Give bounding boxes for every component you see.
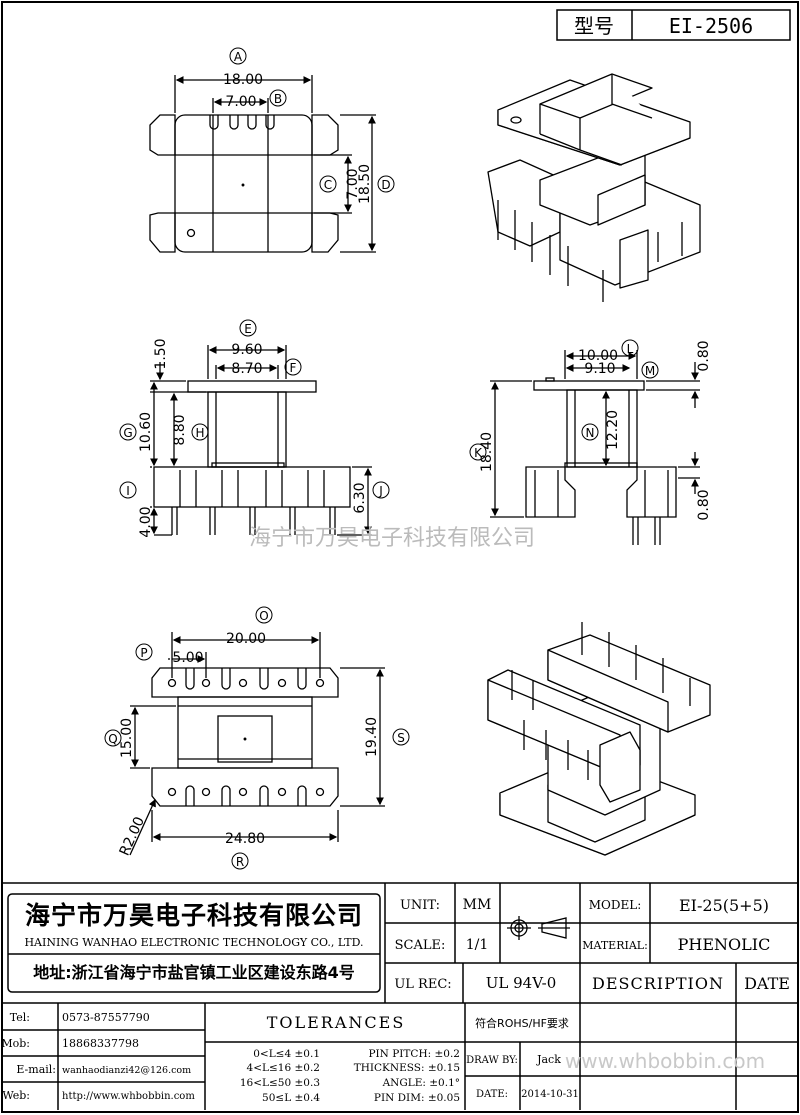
dim-o-label: O <box>259 609 268 623</box>
dim-p-label: P <box>140 646 147 660</box>
dim-f-label: F <box>290 361 297 375</box>
company-address: 地址:浙江省海宁市盐官镇工业区建设东路4号 <box>33 963 355 982</box>
material-label: MATERIAL: <box>582 939 648 952</box>
dim-o-value: 20.00 <box>226 631 266 647</box>
web-value: http://www.whbobbin.com <box>62 1091 195 1102</box>
ulrec-label: UL REC: <box>394 977 451 992</box>
model-header: 型号 EI-2506 <box>556 9 791 41</box>
tolerance-row-4: 50≤L ±0.4 <box>262 1092 320 1104</box>
mob-label: Mob: <box>1 1037 30 1050</box>
model-label: MODEL: <box>589 898 642 912</box>
dim-r-label: R <box>236 855 244 869</box>
dim-r-value: 24.80 <box>225 831 265 847</box>
dim-b-value: 7.00 <box>225 94 256 110</box>
mob-value: 18868337798 <box>62 1037 139 1050</box>
dim-m-label: M <box>645 364 655 378</box>
website-watermark: www.whbobbin.com <box>565 1049 765 1073</box>
dim-l-label: L <box>627 342 634 356</box>
dim-l-value: 10.00 <box>578 348 618 364</box>
company-name-cn: 海宁市万昊电子科技有限公司 <box>25 901 363 930</box>
bottom-view-labels: O 20.00 P 5.00 Q 15.00 19.40 S 24.80 R R… <box>104 606 410 870</box>
dim-b-label: B <box>274 92 282 106</box>
date-header: DATE <box>744 974 790 993</box>
tolerance-row-2: 4<L≤16 ±0.2 <box>247 1062 320 1074</box>
model-value: EI-25(5+5) <box>679 896 769 915</box>
email-value: wanhaodianzi42@126.com <box>62 1065 191 1076</box>
dim-k-label: K <box>474 446 483 460</box>
top-view-labels: A 18.00 7.00 B C 7.00 18.50 D <box>223 47 395 204</box>
date-label: DATE: <box>476 1089 508 1100</box>
tolerances-header: TOLERANCES <box>267 1013 406 1032</box>
isometric-view-top <box>487 73 701 302</box>
dim-h-value: 8.80 <box>172 414 188 445</box>
unit-value: MM <box>463 897 492 913</box>
company-name-en: HAINING WANHAO ELECTRONIC TECHNOLOGY CO.… <box>24 936 363 949</box>
dim-s-label: S <box>397 731 405 745</box>
email-label: E-mail: <box>16 1063 56 1076</box>
dim-a-label: A <box>234 50 243 64</box>
model-number: EI-2506 <box>669 14 753 38</box>
pin-pitch-tolerance: PIN PITCH: ±0.2 <box>368 1048 460 1060</box>
web-label: Web: <box>2 1089 30 1102</box>
dim-1-50-value: 1.50 <box>153 338 169 369</box>
title-block-text: 海宁市万昊电子科技有限公司 HAINING WANHAO ELECTRONIC … <box>1 896 790 1104</box>
unit-label: UNIT: <box>400 898 440 913</box>
dim-g-value: 10.60 <box>138 412 154 452</box>
dim-k-value: 18.40 <box>479 432 495 472</box>
tolerance-row-3: 16<L≤50 ±0.3 <box>240 1077 320 1089</box>
scale-label: SCALE: <box>395 938 446 953</box>
dim-e-label: E <box>244 322 252 336</box>
side-view-labels: 10.00 L 9.10 M 0.80 K 18.40 N 12.20 0.80 <box>469 339 712 521</box>
watermark-text: 海宁市万昊电子科技有限公司 <box>249 526 535 551</box>
top-view <box>149 75 376 253</box>
dim-radius-value: R2.00 <box>117 814 148 858</box>
dim-m-value: 9.10 <box>584 361 615 377</box>
type-label: 型号 <box>574 14 614 38</box>
dim-c-value: 7.00 <box>345 168 361 199</box>
isometric-view-bottom <box>487 622 711 856</box>
dim-g-label: G <box>123 426 132 440</box>
front-view-labels: E 9.60 8.70 F 1.50 G 10.60 8.80 H I 4.00… <box>119 319 390 538</box>
angle-tolerance: ANGLE: ±0.1° <box>382 1077 460 1089</box>
bottom-view <box>129 632 385 856</box>
dim-i-value: 4.00 <box>138 506 154 537</box>
drawby-label: DRAW BY: <box>466 1055 518 1066</box>
dim-f-value: 8.70 <box>231 361 262 377</box>
tel-label: Tel: <box>10 1011 30 1024</box>
dim-m-offset-value: 0.80 <box>696 340 712 371</box>
dim-q-label: Q <box>108 732 117 746</box>
tel-value: 0573-87557790 <box>62 1011 150 1024</box>
description-header: DESCRIPTION <box>592 974 724 993</box>
dim-n-offset-value: 0.80 <box>696 489 712 520</box>
dim-n-label: N <box>586 426 595 440</box>
dim-i-label: I <box>126 484 130 498</box>
scale-value: 1/1 <box>466 937 489 953</box>
dim-s-value: 19.40 <box>364 717 380 757</box>
dim-j-value: 6.30 <box>352 482 368 513</box>
title-block <box>2 882 798 1110</box>
dim-n-value: 12.20 <box>605 410 621 450</box>
pin-dim-tolerance: PIN DIM: ±0.05 <box>374 1092 460 1104</box>
dim-e-value: 9.60 <box>231 342 262 358</box>
dim-d-value: 18.50 <box>357 164 373 204</box>
tolerance-row-1: 0<L≤4 ±0.1 <box>253 1048 320 1060</box>
dim-q-value: 15.00 <box>119 718 135 758</box>
date-value: 2014-10-31 <box>521 1089 579 1100</box>
dim-c-label: C <box>324 178 332 192</box>
dim-h-label: H <box>195 426 204 440</box>
rohs-note: 符合ROHS/HF要求 <box>475 1016 569 1030</box>
drawby-value: Jack <box>536 1053 561 1066</box>
ulrec-value: UL 94V-0 <box>486 974 557 992</box>
side-view <box>490 350 700 545</box>
material-value: PHENOLIC <box>678 935 771 954</box>
dim-a-value: 18.00 <box>223 72 263 88</box>
dim-j-label: J <box>378 484 383 498</box>
dim-d-label: D <box>381 178 390 192</box>
projection-symbol-icon <box>507 916 570 940</box>
thickness-tolerance: THICKNESS: ±0.15 <box>354 1062 460 1074</box>
dim-p-value: 5.00 <box>172 650 203 666</box>
